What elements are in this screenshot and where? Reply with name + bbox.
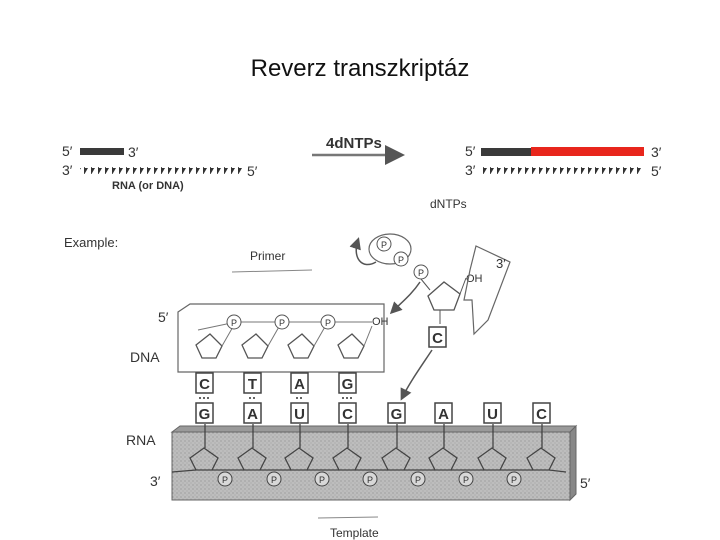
rna-template-face [171,431,571,501]
pyrophosphate-arrow [349,237,377,266]
rna-phosphate: P [266,471,282,487]
left-primer-strand [80,148,124,155]
rna-phosphate: P [458,471,474,487]
rna-base: U [290,402,309,424]
rna-base: C [338,402,357,424]
right-top-5-label: 5′ [465,143,476,159]
svg-text:A: A [247,406,258,423]
right-bot-3-label: 3′ [465,162,476,178]
template-label: Template [330,526,379,540]
svg-text:P: P [271,475,277,485]
svg-text:G: G [391,406,403,423]
dna-base: C [195,372,214,394]
svg-text:G: G [342,376,354,393]
rna-backbone [171,424,567,473]
pyrophosphate-p: P [376,236,392,252]
dna-oh-label: OH [372,316,389,328]
dna-base: T [243,372,262,394]
incoming-sugar [427,281,461,311]
rna-base: U [483,402,502,424]
svg-text:P: P [231,318,237,328]
left-top-3-label: 3′ [128,144,139,160]
phosphodiester-arrow [389,281,421,315]
svg-text:P: P [398,255,404,265]
svg-text:C: C [199,376,210,393]
primer-label: Primer [250,249,285,263]
rna-base: C [532,402,551,424]
svg-text:P: P [319,475,325,485]
dna-phosphate: P [226,314,242,330]
rna-phosphate: P [410,471,426,487]
primer-box [177,303,385,373]
pyrophosphate-ellipse [368,233,412,265]
dna-5-label: 5′ [158,309,169,325]
dntps-label: dNTPs [430,197,467,211]
rna-template-side [569,424,577,502]
svg-text:P: P [279,318,285,328]
svg-text:P: P [415,475,421,485]
incoming-alpha-phosphate: P [413,264,429,280]
hydrogen-bonds [199,397,352,399]
rna-5-label: 5′ [580,475,591,491]
svg-text:P: P [367,475,373,485]
rna-base: G [387,402,406,424]
incoming-base: C [428,326,447,348]
svg-text:A: A [294,376,305,393]
right-bot-5-label: 5′ [651,163,662,179]
right-top-3-label: 3′ [651,144,662,160]
left-top-5-label: 5′ [62,143,73,159]
rna-template-block [170,425,578,433]
incoming-bond [420,277,467,295]
dna-base: A [290,372,309,394]
dna-phosphate: P [320,314,336,330]
example-label: Example: [64,235,118,250]
right-template-strand [481,167,644,174]
dna-phosphate: P [274,314,290,330]
svg-text:P: P [325,318,331,328]
svg-text:C: C [432,330,443,347]
right-new-strand [531,147,644,156]
rna-3-label: 3′ [150,473,161,489]
rna-phosphate: P [506,471,522,487]
incoming-oh-label: OH [466,273,483,285]
rna-base: A [243,402,262,424]
svg-text:P: P [511,475,517,485]
left-template-strand [80,167,243,174]
svg-text:U: U [487,406,498,423]
pyrophosphate-p: P [393,251,409,267]
left-bot-3-label: 3′ [62,162,73,178]
left-bot-5-label: 5′ [247,163,258,179]
svg-text:T: T [248,376,257,393]
svg-text:P: P [418,268,424,278]
svg-text:P: P [222,475,228,485]
svg-text:G: G [199,406,211,423]
rna-phosphate: P [362,471,378,487]
rna-base: A [434,402,453,424]
svg-text:A: A [438,406,449,423]
dna-label: DNA [130,349,160,365]
left-template-label: RNA (or DNA) [112,180,184,192]
svg-text:P: P [381,240,387,250]
rna-base: G [195,402,214,424]
svg-text:C: C [342,406,353,423]
rna-label: RNA [126,432,156,448]
incoming-arrow-outline [463,245,511,336]
primer-underline [231,269,313,273]
rna-phosphate: P [217,471,233,487]
svg-text:P: P [463,475,469,485]
svg-text:C: C [536,406,547,423]
right-primer-strand [481,148,531,156]
page-title: Reverz transzkriptáz [250,55,470,82]
dna-base: G [338,372,357,394]
dntps-arrow-label: 4dNTPs [326,135,382,152]
base-pairing-arrow [400,349,433,401]
template-underline [317,516,379,519]
rna-phosphate: P [314,471,330,487]
svg-text:U: U [294,406,305,423]
incoming-3-label: 3′ [496,256,506,271]
